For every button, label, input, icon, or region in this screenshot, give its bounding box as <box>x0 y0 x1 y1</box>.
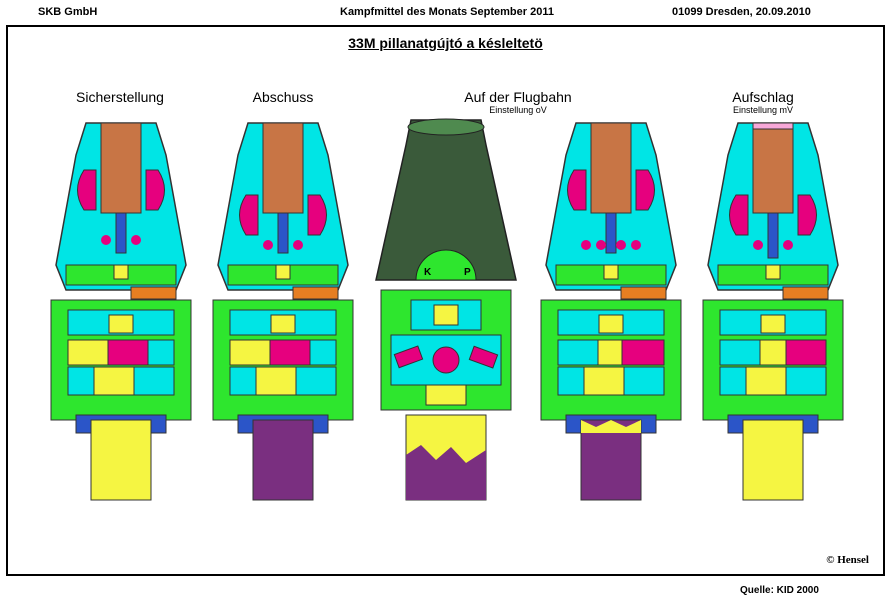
panel-label-sicherstellung: Sicherstellung <box>76 89 164 105</box>
fuze-diagram-four <box>540 122 682 501</box>
header-company: SKB GmbH <box>38 6 98 18</box>
dial-letter-k: K <box>424 267 432 278</box>
panel-sub-aufschlag: Einstellung mV <box>732 105 794 115</box>
panel-sub-flugbahn: Einstellung oV <box>489 105 547 115</box>
panel-label-abschuss: Abschuss <box>252 89 314 105</box>
dial-letter-p: P <box>464 267 471 278</box>
panel-label-flugbahn: Auf der Flugbahn <box>464 89 572 105</box>
fuze-diagram-abschuss <box>212 122 354 501</box>
copyright-label: © Hensel <box>826 554 869 566</box>
header-title: Kampfmittel des Monats September 2011 <box>340 6 554 18</box>
fuze-diagram-sicherstellung <box>50 122 192 501</box>
panel-label-aufschlag: Aufschlag <box>732 89 794 105</box>
page-title: 33M pillanatgújtó a késleltetö <box>348 35 543 51</box>
header-location-date: 01099 Dresden, 20.09.2010 <box>672 6 811 18</box>
source-label: Quelle: KID 2000 <box>740 585 819 596</box>
document-frame: 33M pillanatgújtó a késleltetö Sicherste… <box>6 25 885 576</box>
fuze-diagram-flugbahn: K P <box>375 118 517 501</box>
fuze-diagram-aufschlag <box>702 122 844 501</box>
